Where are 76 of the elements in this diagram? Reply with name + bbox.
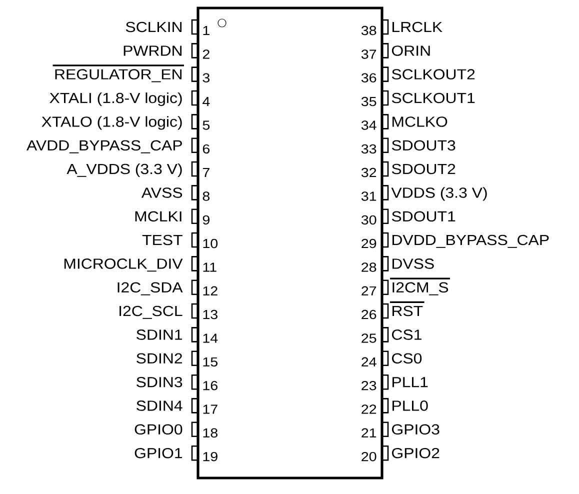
pin-name: SCLKOUT1 — [392, 92, 475, 104]
pin-number: 22 — [362, 404, 376, 414]
pin-number: 36 — [361, 73, 376, 82]
pin-name: I2C_SCL — [120, 306, 182, 319]
pin-number: 37 — [361, 50, 376, 59]
pin-number: 10 — [203, 238, 218, 248]
pin-number: 13 — [203, 310, 218, 320]
pin-name: GPIO0 — [134, 424, 182, 435]
pin-number: 31 — [361, 192, 376, 201]
pin-number: 25 — [362, 334, 376, 343]
pin-name: SCLKIN — [126, 22, 182, 32]
pin-number: 8 — [202, 192, 210, 201]
pin-name: SDOUT3 — [392, 140, 456, 151]
overlined-pin-name: I2CM_S — [390, 278, 450, 296]
pin-name: CS0 — [392, 353, 422, 364]
pin-number: 15 — [203, 357, 218, 367]
pin-name: PWRDN — [124, 46, 182, 56]
pin-name: SDIN3 — [136, 376, 182, 388]
pin-number: 28 — [362, 262, 376, 272]
pin-name: SCLKOUT2 — [392, 69, 475, 80]
pin-name: SDOUT1 — [392, 211, 456, 222]
pin-number: 21 — [362, 428, 376, 438]
pin-number: 33 — [361, 144, 376, 154]
pin-name: SDIN4 — [136, 400, 182, 411]
pin-name: LRCLK — [392, 22, 442, 32]
pin-number: 11 — [203, 262, 216, 272]
pin-name: ORIN — [392, 46, 430, 56]
pin-name: XTALI (1.8-V logic) — [50, 92, 182, 106]
pin-number: 16 — [203, 381, 218, 390]
pin-number: 19 — [203, 452, 218, 462]
pin-name: PLL1 — [392, 377, 428, 388]
pin-name: I2C_SDA — [118, 282, 183, 296]
pin-number: 17 — [203, 404, 218, 414]
pin-name: GPIO2 — [392, 448, 440, 458]
pin-number: 34 — [361, 120, 376, 130]
pin-name: SDIN2 — [136, 353, 182, 364]
pin-name: CS1 — [392, 330, 422, 340]
pin-number: 1 — [203, 26, 210, 35]
pin-name: MCLKI — [135, 211, 182, 222]
pin-number: 4 — [202, 97, 210, 106]
pin-name: A_VDDS (3.3 V) — [66, 163, 182, 177]
pin-name: GPIO3 — [392, 424, 440, 435]
pin-number: 26 — [362, 310, 376, 320]
pin-name: DVDD_BYPASS_CAP — [392, 234, 549, 248]
pin-number: 7 — [202, 168, 210, 177]
pin-number: 20 — [362, 452, 376, 462]
pin-name: AVDD_BYPASS_CAP — [26, 140, 182, 154]
pin-number: 30 — [361, 215, 376, 225]
pin-number: 12 — [203, 286, 218, 296]
pin-number: 18 — [203, 428, 218, 438]
pin-name: GPIO1 — [134, 448, 182, 458]
pin-name: SDOUT2 — [392, 164, 456, 174]
pin-number: 9 — [202, 215, 210, 225]
pin-number: 3 — [202, 73, 210, 82]
pin-name: AVSS — [141, 188, 182, 198]
pin-name: MICROCLK_DIV — [64, 258, 183, 272]
pin-name: VDDS (3.3 V) — [391, 187, 487, 201]
pin-number: 24 — [362, 357, 376, 366]
pin-number: 6 — [202, 144, 210, 154]
pin-name: DVSS — [392, 258, 434, 269]
pin-number: 29 — [362, 238, 376, 248]
pin-name: SDIN1 — [136, 330, 182, 340]
pin-name: XTALO (1.8-V logic) — [42, 116, 182, 130]
overlined-pin-name: RST — [390, 301, 424, 316]
pin-number: 38 — [361, 26, 376, 36]
pin-name: PLL0 — [392, 400, 428, 411]
pin-name: TEST — [142, 234, 182, 246]
pin-number: 2 — [202, 50, 210, 59]
pin-number: 5 — [202, 120, 210, 130]
pin-number: 27 — [362, 286, 376, 296]
pin-name: MCLKO — [392, 116, 448, 127]
pin-number: 35 — [361, 96, 376, 106]
overlined-pin-name: REGULATOR_EN — [52, 64, 184, 82]
pin-number: 23 — [362, 381, 376, 390]
pin-number: 32 — [361, 168, 376, 178]
pin-number: 14 — [203, 334, 218, 343]
